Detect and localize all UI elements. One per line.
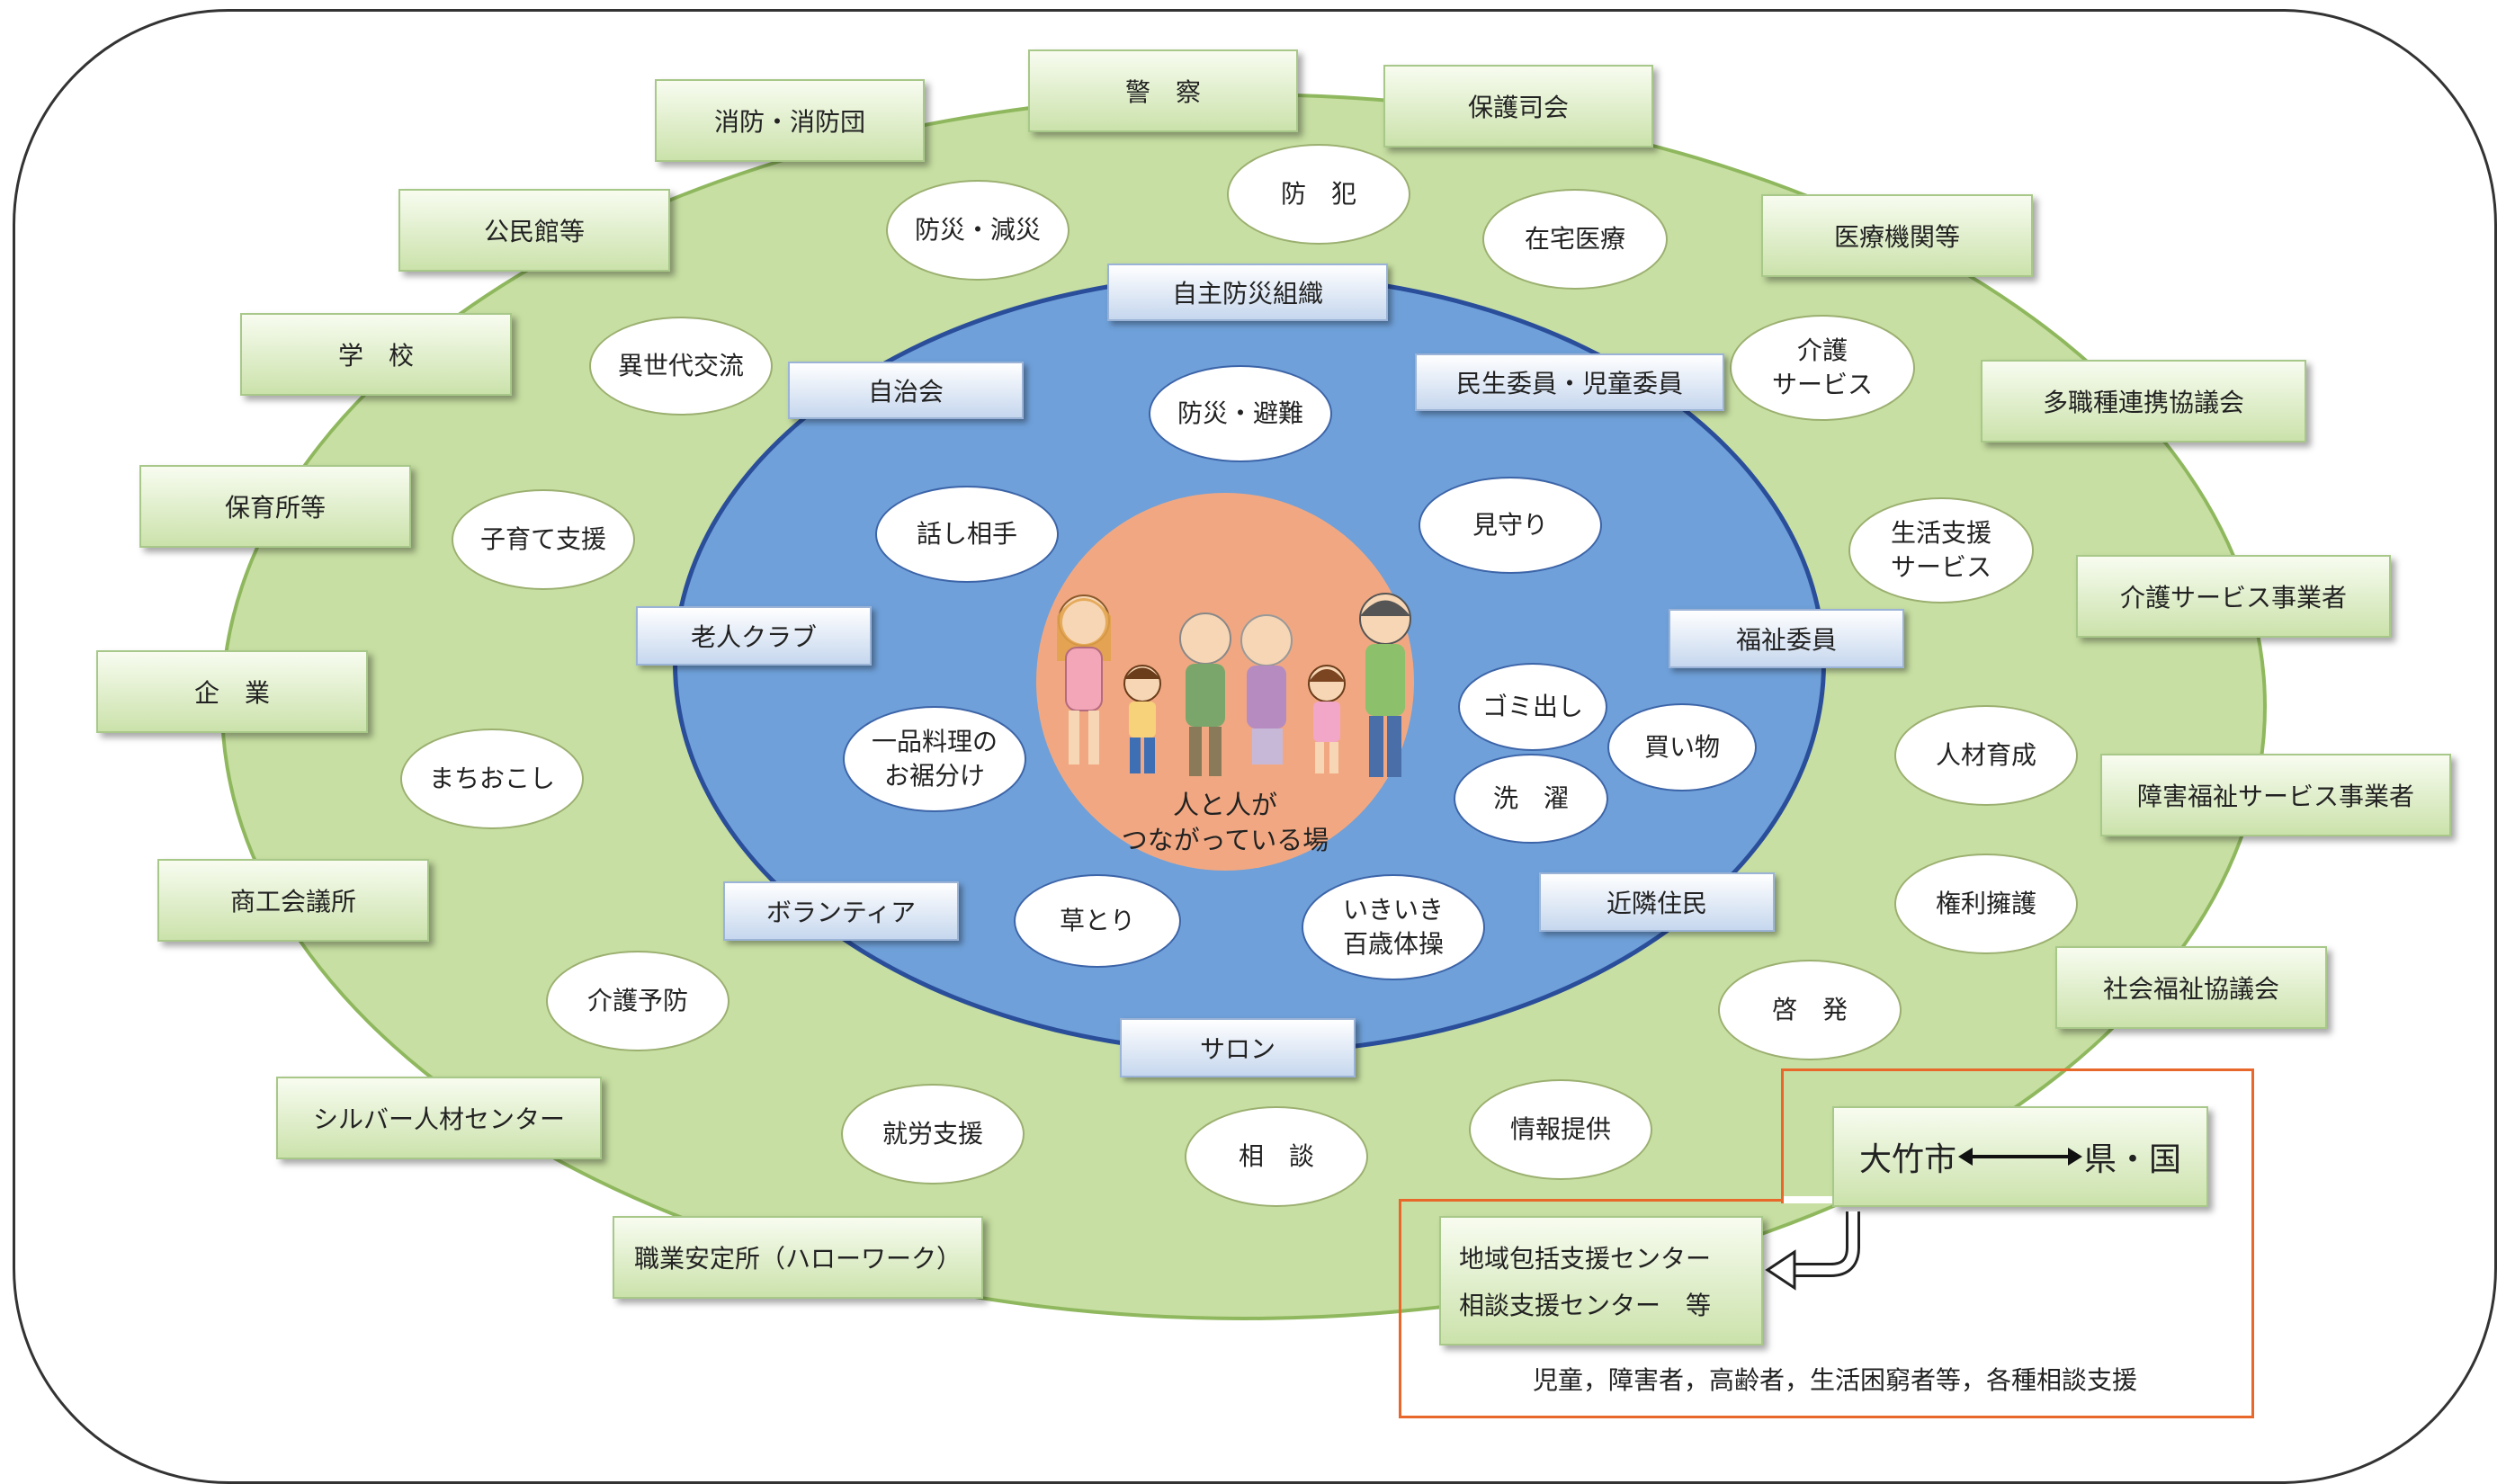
city-label: 大竹市 [1858, 1141, 1956, 1178]
org-medical-institutions: 医療機関等 [1761, 194, 2033, 277]
activity-care-service: 介護サービス [1730, 315, 1915, 421]
org-disability-service-providers: 障害福祉サービス事業者 [2100, 754, 2451, 836]
mother-figure [1057, 594, 1111, 764]
city-prefecture-country-box: 大竹市 県・国 [1832, 1106, 2208, 1207]
group-voluntary-disaster-org: 自主防災組織 [1107, 264, 1388, 321]
group-senior-club: 老人クラブ [636, 606, 872, 666]
hub-line-1: 地域包括支援センター [1459, 1244, 1712, 1274]
activity-intergenerational-exchange: 異世代交流 [589, 317, 773, 416]
activity-human-resource-development: 人材育成 [1894, 705, 2078, 806]
activity-ikiiki-exercise: いきいき百歳体操 [1302, 874, 1485, 980]
center-caption: 人と人が つながっている場 [1090, 788, 1360, 858]
org-community-hall: 公民館等 [398, 189, 670, 272]
activity-shopping: 買い物 [1607, 703, 1757, 791]
grandfather-figure [1179, 612, 1231, 776]
org-social-welfare-council: 社会福祉協議会 [2055, 946, 2327, 1029]
diagram-canvas: 人と人が つながっている場 警 察 消防・消防団 保護司会 公民館等 医療機関等… [13, 9, 2497, 1484]
activity-home-medical-care: 在宅医療 [1482, 189, 1668, 290]
double-arrow-icon [1958, 1148, 2082, 1166]
activity-life-support-service: 生活支援サービス [1848, 497, 2034, 603]
org-probation-officers: 保護司会 [1383, 65, 1653, 148]
group-welfare-commissioners: 民生委員・児童委員 [1415, 353, 1724, 411]
activity-town-revitalization: まちおこし [400, 729, 584, 829]
pref-country-label: 県・国 [2084, 1141, 2182, 1178]
activity-employment-support: 就労支援 [841, 1084, 1025, 1185]
org-care-service-providers: 介護サービス事業者 [2076, 555, 2391, 638]
activity-information-provision: 情報提供 [1469, 1079, 1652, 1180]
activity-disaster-evacuation: 防災・避難 [1149, 365, 1332, 462]
center-caption-line1: 人と人が [1172, 790, 1277, 820]
family-illustration [1057, 593, 1411, 777]
grandmother-figure [1240, 614, 1293, 764]
activity-laundry: 洗 濯 [1454, 754, 1608, 844]
org-silver-human-resources: シルバー人材センター [276, 1077, 602, 1159]
activity-disaster-mitigation: 防災・減災 [886, 180, 1070, 281]
activity-conversation-partner: 話し相手 [875, 486, 1059, 583]
curved-arrow-icon [1765, 1211, 1860, 1291]
activity-garbage-disposal: ゴミ出し [1458, 663, 1607, 751]
org-multidisciplinary-council: 多職種連携協議会 [1981, 360, 2306, 443]
org-fire-brigade: 消防・消防団 [655, 79, 925, 162]
activity-weeding: 草とり [1014, 874, 1181, 968]
org-chamber-of-commerce: 商工会議所 [157, 859, 429, 942]
hub-line-2: 相談支援センター 等 [1459, 1291, 1712, 1320]
group-neighbors: 近隣住民 [1539, 872, 1775, 932]
org-police: 警 察 [1028, 49, 1298, 132]
org-companies: 企 業 [96, 650, 368, 733]
group-salon: サロン [1120, 1018, 1356, 1077]
activity-child-rearing-support: 子育て支援 [452, 489, 635, 590]
activity-rights-advocacy: 権利擁護 [1894, 854, 2078, 954]
group-welfare-volunteers: 福祉委員 [1669, 609, 1904, 668]
group-residents-association: 自治会 [788, 362, 1024, 419]
boy-figure [1123, 665, 1161, 773]
activity-care-prevention: 介護予防 [546, 951, 729, 1051]
activity-watching-over: 見守り [1419, 477, 1602, 574]
org-school: 学 校 [240, 313, 512, 396]
org-hello-work: 職業安定所（ハローワーク） [613, 1216, 983, 1299]
consultation-footnote: 児童，障害者，高齢者，生活困窮者等，各種相談支援 [1532, 1365, 2137, 1395]
org-nursery: 保育所等 [139, 465, 411, 548]
group-volunteers: ボランティア [723, 881, 959, 941]
activity-awareness-raising: 啓 発 [1718, 960, 1902, 1060]
activity-consultation: 相 談 [1185, 1106, 1368, 1207]
support-center-box: 地域包括支援センター 相談支援センター 等 [1439, 1216, 1763, 1345]
center-caption-line2: つながっている場 [1121, 825, 1329, 856]
activity-crime-prevention: 防 犯 [1227, 144, 1410, 245]
girl-figure [1308, 665, 1346, 773]
father-figure [1359, 593, 1411, 777]
highlight-box-top [1781, 1068, 2254, 1203]
activity-sharing-dishes: 一品料理のお裾分け [843, 706, 1026, 812]
